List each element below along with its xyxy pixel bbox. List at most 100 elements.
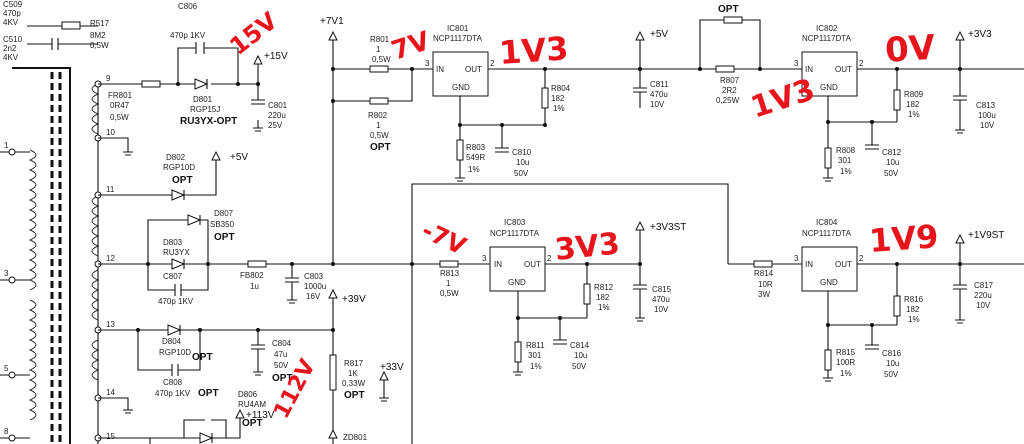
- pin13-wire: [98, 298, 334, 331]
- c801-voltage: 25V: [268, 121, 283, 130]
- c804-symbol: [251, 330, 265, 376]
- node-dot: [895, 67, 899, 71]
- node-dot: [870, 120, 874, 124]
- r813-power: 0,5W: [440, 289, 459, 298]
- d804-ref: D804: [162, 337, 182, 346]
- annotation-1v9: 1V9: [868, 217, 940, 260]
- d801-ref: D801: [193, 95, 213, 104]
- ic804-ref: IC804: [816, 218, 838, 227]
- pin-13-label: 13: [106, 320, 115, 329]
- node-dot: [958, 262, 962, 266]
- node-dot: [826, 323, 830, 327]
- r802-resistor: [369, 97, 389, 105]
- c813-ref: C813: [976, 101, 996, 110]
- node-dot: [146, 262, 150, 266]
- r812-ref: R812: [594, 283, 614, 292]
- d807-diode: [187, 214, 202, 226]
- fb802-bead: [247, 260, 267, 268]
- d801-option: RU3YX-OPT: [180, 116, 237, 127]
- c815-value: 470u: [652, 295, 670, 304]
- c813-voltage: 10V: [980, 121, 995, 130]
- r812-tol: 1%: [598, 303, 610, 312]
- ic803-pin2: 2: [547, 254, 552, 263]
- d803-ref: D803: [163, 238, 183, 247]
- rail-p5v-d802: +5V: [230, 152, 248, 163]
- pin-11-label: 11: [106, 185, 115, 194]
- c509-voltage: 4KV: [3, 18, 19, 27]
- ic802-part: NCP1117DTA: [802, 34, 852, 43]
- ic801-body: [432, 51, 489, 97]
- p5v-arrow: [635, 30, 645, 41]
- secondary-coil-9: [91, 83, 100, 135]
- r816-ref: R816: [904, 295, 924, 304]
- pin14-ground: [98, 397, 133, 414]
- primary-leads: [0, 151, 30, 439]
- d806-option: OPT: [242, 418, 263, 429]
- r801-resistor: [369, 65, 389, 73]
- d803-part: RU3YX: [163, 248, 190, 257]
- rail-p113v: +113V: [246, 410, 275, 421]
- r801-power: 0,5W: [372, 55, 391, 64]
- pin-14-label: 14: [106, 388, 115, 397]
- ic802-in: IN: [805, 65, 813, 74]
- c509-ref: C509: [3, 0, 23, 9]
- c810-voltage: 50V: [514, 169, 529, 178]
- ic804-pin2: 2: [859, 254, 864, 263]
- pin-10-label: 10: [106, 128, 115, 137]
- c808-path: [137, 330, 201, 371]
- c811-ref: C811: [650, 80, 669, 89]
- r804-resistor: [541, 87, 549, 109]
- c812-ref: C812: [882, 148, 902, 157]
- pin-15-label: 15: [106, 432, 115, 441]
- r814-resistor: [753, 260, 773, 268]
- d804-part: RGP10D: [159, 348, 191, 357]
- pin-5-marker: [8, 371, 16, 379]
- r808-value: 301: [838, 156, 852, 165]
- ic802-body: [801, 51, 858, 97]
- c814-ref: C814: [570, 341, 590, 350]
- c811-value: 470u: [650, 90, 668, 99]
- transformer-frame: [12, 67, 71, 444]
- secondary-coil-11: [91, 195, 100, 257]
- p7v1-arrow: [328, 30, 338, 41]
- c814-value: 10u: [574, 351, 587, 360]
- r807-wires: [640, 19, 802, 70]
- ic801-pin2: 2: [490, 59, 495, 68]
- pin-9-label: 9: [106, 74, 111, 83]
- fr801-value: 0R47: [110, 101, 130, 110]
- pin-12-label: 12: [106, 254, 115, 263]
- d803-diode: [171, 258, 186, 270]
- r802-ref: R802: [368, 111, 388, 120]
- r817-value: 1K: [348, 369, 358, 378]
- p15v-arrow: [253, 54, 263, 65]
- r802-option: OPT: [370, 142, 391, 153]
- r802-power: 0,5W: [370, 131, 389, 140]
- fb802-value: 1u: [250, 282, 259, 291]
- ic803-gnd: GND: [508, 278, 526, 287]
- pin-3-marker: [8, 276, 16, 284]
- r817-option: OPT: [344, 390, 365, 401]
- r804-value: 182: [551, 94, 565, 103]
- ic802-out: OUT: [835, 65, 852, 74]
- c801-ref: C801: [268, 101, 288, 110]
- node-dot: [206, 262, 210, 266]
- node-dot: [256, 82, 260, 86]
- c817-ref: C817: [974, 281, 994, 290]
- r811-value: 301: [528, 351, 542, 360]
- d801-part: RGP15J: [190, 105, 220, 114]
- c810-ref: C810: [512, 148, 532, 157]
- c510-voltage: 4KV: [3, 53, 19, 62]
- r517-value: 8M2: [90, 31, 106, 40]
- r811-tol: 1%: [530, 362, 542, 371]
- pin-8-marker: [8, 434, 16, 442]
- c806-ref: C806: [178, 2, 198, 11]
- c801-value: 220u: [268, 111, 286, 120]
- rail-p15v: +15V: [264, 51, 288, 62]
- c806-value: 470p 1KV: [170, 31, 206, 40]
- d806-part: RU4AM: [238, 400, 266, 409]
- rail-p5v: +5V: [650, 29, 668, 40]
- c803-symbol: [285, 264, 299, 304]
- r811-resistor: [514, 341, 522, 363]
- r815-value: 100R: [836, 358, 855, 367]
- c807-path: [147, 264, 209, 291]
